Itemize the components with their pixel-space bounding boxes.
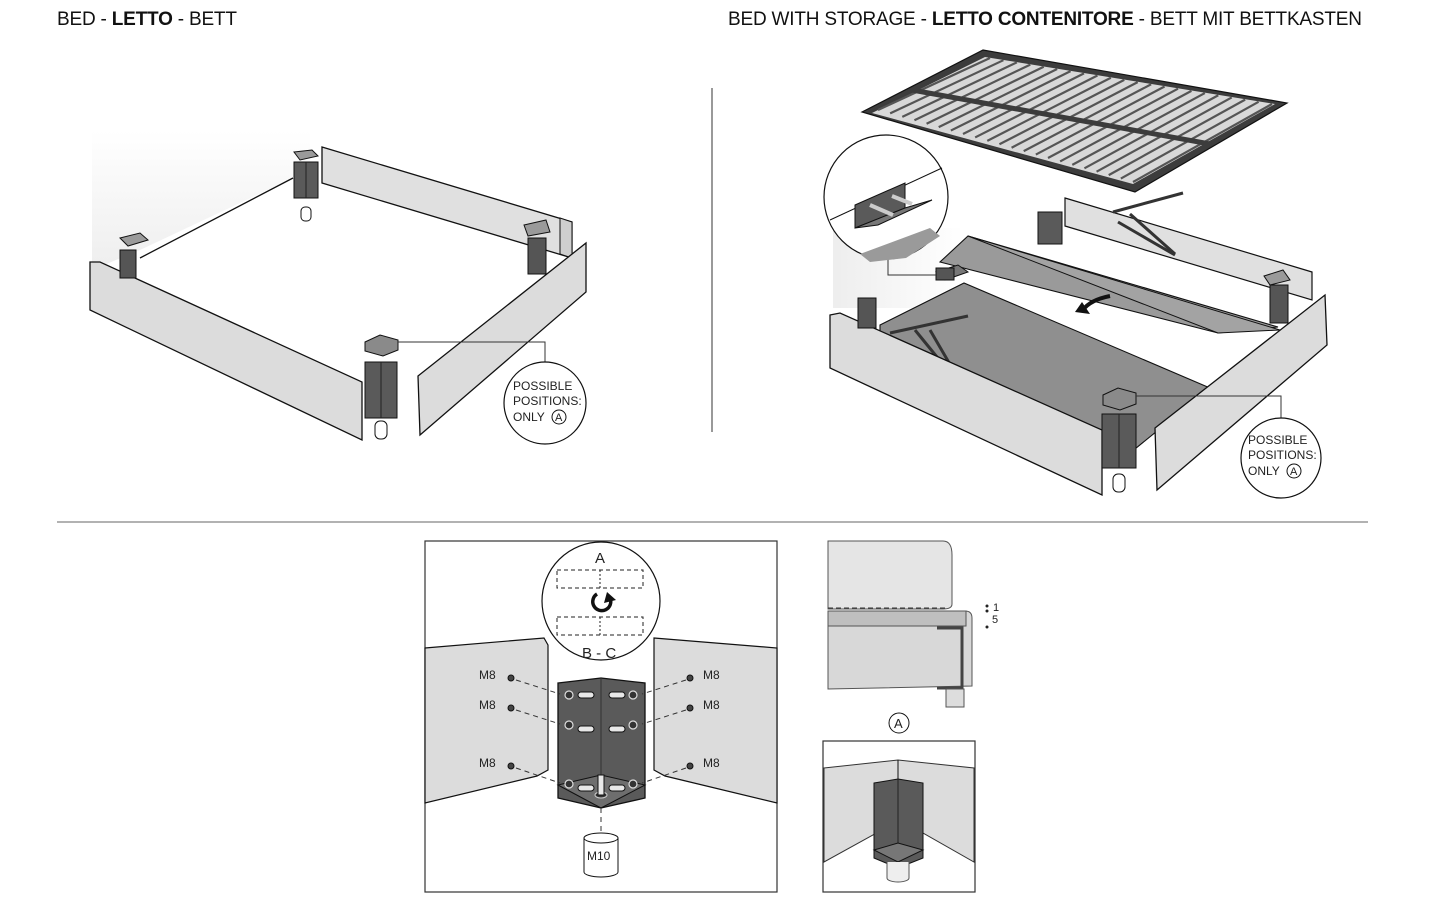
slat — [962, 72, 1085, 135]
orientation-bottom-label: B - C — [582, 645, 616, 662]
mattress-section — [827, 540, 953, 610]
slat — [1023, 83, 1152, 153]
slat — [1011, 81, 1139, 149]
side-section-detail: 1 5 A — [822, 540, 999, 893]
position-a-marker-left — [551, 409, 567, 425]
screw-label-right-2: M8 — [703, 698, 720, 712]
slat-frame-middle — [911, 87, 1211, 147]
title-bed-with-storage: BED WITH STORAGE - LETTO CONTENITORE - B… — [728, 9, 1362, 31]
section-foot — [945, 688, 965, 708]
screw-label-right-1: M8 — [703, 668, 720, 682]
slat — [998, 78, 1125, 146]
title-storage-part1: BED WITH STORAGE - — [728, 9, 932, 30]
slat — [974, 74, 1098, 139]
screw-label-left-1: M8 — [479, 668, 496, 682]
slat — [913, 63, 1031, 122]
position-a-letter-right: A — [1290, 466, 1298, 478]
slatted-base — [860, 49, 1289, 193]
screw-label-right-3: M8 — [703, 756, 720, 770]
panel-front-right-storage — [1154, 293, 1328, 492]
title-storage-part2: - BETT MIT BETTKASTEN — [1133, 9, 1362, 30]
detail-panel-right — [653, 637, 778, 804]
panel-back-edge — [559, 217, 573, 259]
bracket-right-storage — [1263, 269, 1291, 324]
foot-label: M10 — [587, 849, 611, 863]
panel-front-right — [417, 241, 587, 437]
bracket-left-storage — [857, 297, 877, 329]
floor-line-back — [139, 177, 294, 259]
callout-left-line2: POSITIONS: — [513, 394, 582, 408]
panel-back-storage — [1064, 197, 1313, 301]
callout-circle-left — [503, 361, 587, 445]
bracket-front — [364, 334, 399, 440]
callout-left-line1: POSSIBLE — [513, 379, 572, 393]
scale-bottom: 5 — [992, 614, 998, 626]
callout-right-line2: POSITIONS: — [1248, 448, 1317, 462]
title-bed: BED - LETTO - BETT — [57, 9, 237, 31]
orientation-top-label: A — [595, 550, 605, 567]
bracket-left — [119, 232, 150, 279]
slat — [950, 70, 1072, 132]
title-bed-part2: - BETT — [172, 9, 237, 30]
detail-floor — [860, 228, 940, 262]
bracket-front-storage — [1101, 387, 1137, 493]
slat — [1059, 89, 1192, 163]
bracket-back-storage — [1037, 211, 1063, 245]
scale-top: 1 — [993, 602, 999, 614]
screw-label-left-3: M8 — [479, 756, 496, 770]
slat — [926, 65, 1045, 125]
callout-left-line3: ONLY — [513, 410, 545, 424]
slat — [889, 59, 1004, 115]
callout-circle-right — [1240, 417, 1322, 499]
slat — [1047, 87, 1179, 159]
orientation-circle — [541, 541, 661, 661]
title-storage-bold: LETTO CONTENITORE — [931, 9, 1134, 30]
slat — [986, 76, 1112, 142]
panel-front-left — [89, 261, 363, 442]
foot-cylinder — [583, 832, 619, 878]
position-a-letter-left: A — [555, 412, 563, 424]
callout-leader-right — [1136, 395, 1282, 418]
storage-bed-diagram: POSSIBLE POSITIONS: ONLY A — [823, 49, 1328, 499]
title-bed-bold: LETTO — [111, 9, 173, 30]
slat — [938, 67, 1058, 129]
section-bracket — [937, 626, 964, 690]
title-bed-part1: BED - — [57, 9, 112, 30]
angle-clip — [935, 264, 970, 281]
position-a-marker-right — [1286, 463, 1302, 479]
slat — [901, 61, 1018, 118]
callout-right-line1: POSSIBLE — [1248, 433, 1307, 447]
callout-right-line3: ONLY — [1248, 464, 1280, 478]
position-a-marker-detail — [888, 712, 910, 734]
lift-mechanism — [1112, 191, 1184, 257]
rotate-icon — [591, 592, 613, 613]
detail-panel-left — [424, 637, 549, 804]
wall-shadow — [92, 130, 310, 270]
bracket-right — [523, 219, 551, 275]
bed-frame-diagram: POSSIBLE POSITIONS: ONLY A — [89, 130, 587, 445]
screw-label-left-2: M8 — [479, 698, 496, 712]
bracket-back — [293, 149, 319, 222]
corner-view-foot — [886, 862, 910, 883]
bracket-detail-panel: A B - C — [424, 540, 778, 893]
position-a-letter-detail: A — [894, 716, 903, 731]
slat — [877, 57, 991, 111]
slat — [1035, 85, 1166, 156]
callout-leader-left — [398, 341, 546, 362]
